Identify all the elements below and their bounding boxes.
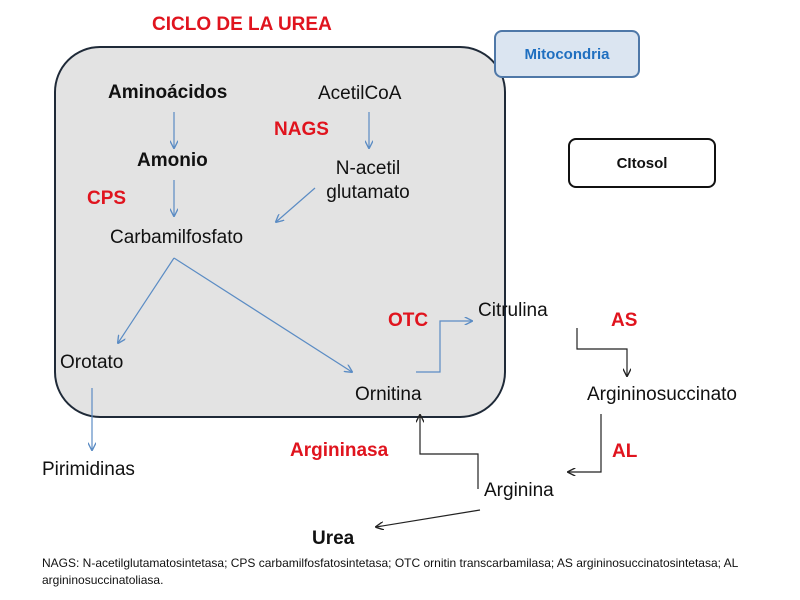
metabolite-citrulline: Citrulina — [478, 300, 548, 321]
metabolite-orotate: Orotato — [60, 352, 124, 373]
metabolite-urea: Urea — [312, 528, 355, 549]
arrow-arginine-to-ornithine — [420, 415, 479, 489]
n-acetylglutamate-line-1: N-acetil — [335, 158, 401, 179]
metabolite-aminoacids: Aminoácidos — [108, 82, 228, 103]
metabolite-n-acetylglutamate: N-acetil glutamato — [312, 157, 424, 205]
enzyme-al: AL — [612, 441, 638, 462]
metabolite-arginine: Arginina — [484, 480, 554, 501]
arrow-argininosuccinate-to-arginine — [568, 414, 602, 472]
arrow-ornithine-to-citrulline — [416, 321, 472, 373]
metabolite-ammonium: Amonio — [137, 150, 208, 171]
metabolite-acetylcoa: AcetilCoA — [318, 83, 402, 104]
metabolite-ornithine: Ornitina — [355, 384, 422, 405]
arrow-citrulline-to-argininosuccinate — [576, 328, 627, 376]
metabolite-argininosuccinate: Argininosuccinato — [587, 384, 737, 405]
diagram-title: CICLO DE LA UREA — [152, 14, 332, 35]
enzyme-arginase: Argininasa — [290, 440, 389, 461]
enzyme-nags: NAGS — [274, 119, 329, 140]
n-acetylglutamate-line-2: glutamato — [326, 182, 410, 203]
arrow-nacetylglutamate-to-carbamoylphosphate — [276, 187, 316, 222]
arrow-carbamoylphosphate-to-ornithine — [173, 257, 352, 372]
cytosol-label-box: CItosol — [568, 138, 716, 188]
arrow-arginine-to-urea — [376, 509, 481, 527]
metabolite-carbamoyl-phosphate: Carbamilfosfato — [110, 227, 244, 248]
metabolite-pyrimidines: Pirimidinas — [42, 459, 135, 480]
abbreviations-legend: NAGS: N-acetilglutamatosintetasa; CPS ca… — [42, 556, 738, 587]
arrow-carbamoylphosphate-to-orotate — [118, 257, 175, 343]
mitochondria-label-box: Mitocondria — [494, 30, 640, 78]
enzyme-otc: OTC — [388, 310, 429, 331]
mitochondria-label: Mitocondria — [524, 45, 610, 63]
cytosol-label: CItosol — [616, 154, 668, 172]
enzyme-as: AS — [611, 310, 638, 331]
mitochondria-region — [54, 46, 506, 418]
enzyme-cps: CPS — [87, 188, 127, 209]
